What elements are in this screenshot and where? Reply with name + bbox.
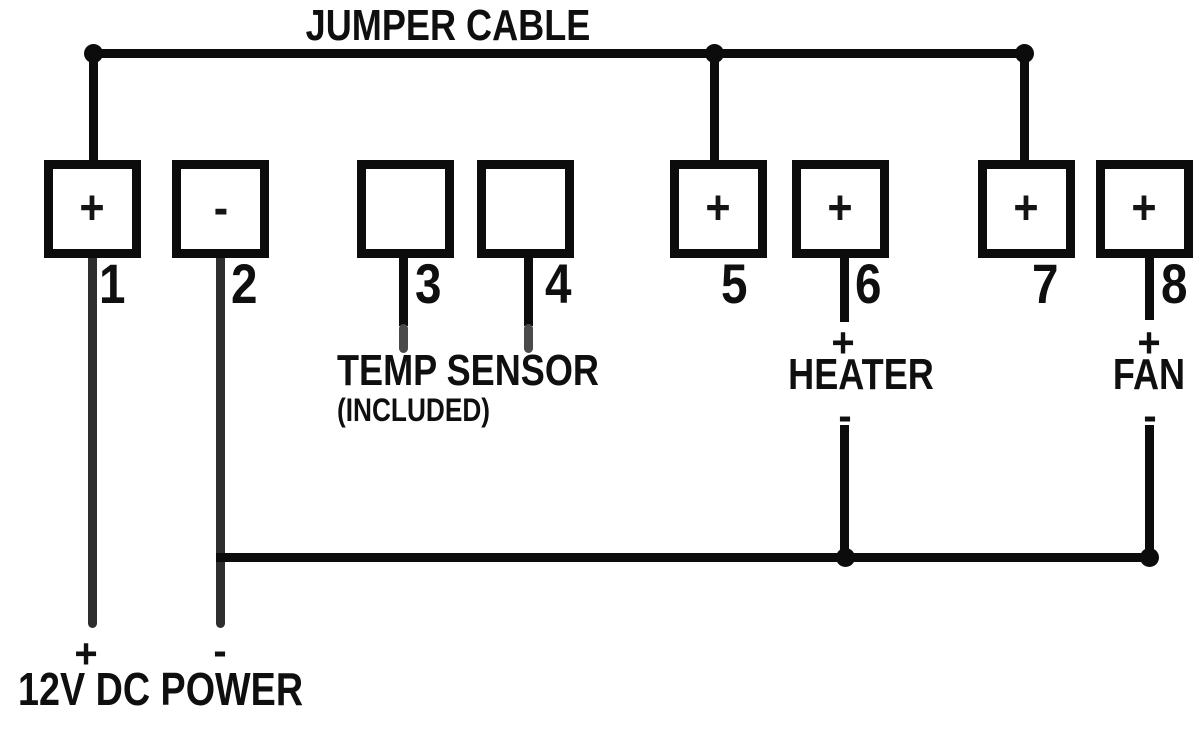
terminal-2-sign: - [213,182,228,235]
terminal-box-3 [357,160,454,258]
terminal-8-sign: + [1131,182,1158,235]
temp-sensor-probe-tip-3 [399,324,408,353]
heater-negative-wire [840,425,849,562]
terminal-4-number: 4 [545,252,572,315]
temp-sensor-note-label: (INCLUDED) [337,392,491,428]
terminal-box-8: + [1096,160,1193,258]
heater-positive-mark: + [831,319,855,366]
terminal-6-number: 6 [855,252,882,315]
jumper-drop-terminal-5-wire [710,53,719,160]
terminal-3-number: 3 [415,252,442,315]
temp-sensor-lead-3-wire [399,256,408,326]
terminal-7-number: 7 [1032,252,1059,315]
junction-dot-terminal-5 [705,44,724,63]
terminal-2-number: 2 [231,252,258,315]
power-positive-lead-wire [88,256,97,628]
fan-label: FAN [1112,350,1186,399]
power-negative-mark: - [213,627,227,674]
power-positive-mark: + [74,630,98,677]
temp-sensor-probe-tip-4 [524,324,533,353]
junction-dot-fan-bus [1140,548,1159,567]
terminal-box-4 [477,160,574,258]
terminal-8-number: 8 [1161,252,1188,315]
fan-negative-mark: - [1143,392,1157,439]
terminal-7-sign: + [1013,182,1040,235]
terminal-box-7: + [978,160,1075,258]
ground-bus-wire [216,553,1155,562]
terminal-box-5: + [670,160,767,258]
terminal-1-sign: + [79,182,106,235]
power-negative-lead-wire [216,256,225,628]
fan-negative-wire [1145,425,1154,562]
heater-negative-mark: - [838,392,852,439]
terminal-5-sign: + [705,182,732,235]
terminal-box-6: + [792,160,889,258]
jumper-cable-wire [92,49,1026,58]
terminal-box-1: + [44,160,141,258]
heater-positive-wire [840,256,849,322]
jumper-drop-terminal-1-wire [89,53,98,160]
terminal-5-number: 5 [721,252,748,315]
junction-dot-terminal-7 [1015,44,1034,63]
terminal-box-2: - [172,160,269,258]
jumper-cable-label: JUMPER CABLE [305,1,591,50]
heater-label: HEATER [788,350,934,399]
terminal-6-sign: + [827,182,854,235]
fan-positive-wire [1145,256,1154,320]
temp-sensor-label: TEMP SENSOR [337,346,599,395]
junction-dot-terminal-1 [84,44,103,63]
terminal-1-number: 1 [99,252,126,315]
power-label: 12V DC POWER [18,663,304,715]
temp-sensor-lead-4-wire [524,256,533,326]
junction-dot-heater-bus [836,548,855,567]
jumper-drop-terminal-7-wire [1020,53,1029,160]
fan-positive-mark: + [1137,319,1161,366]
